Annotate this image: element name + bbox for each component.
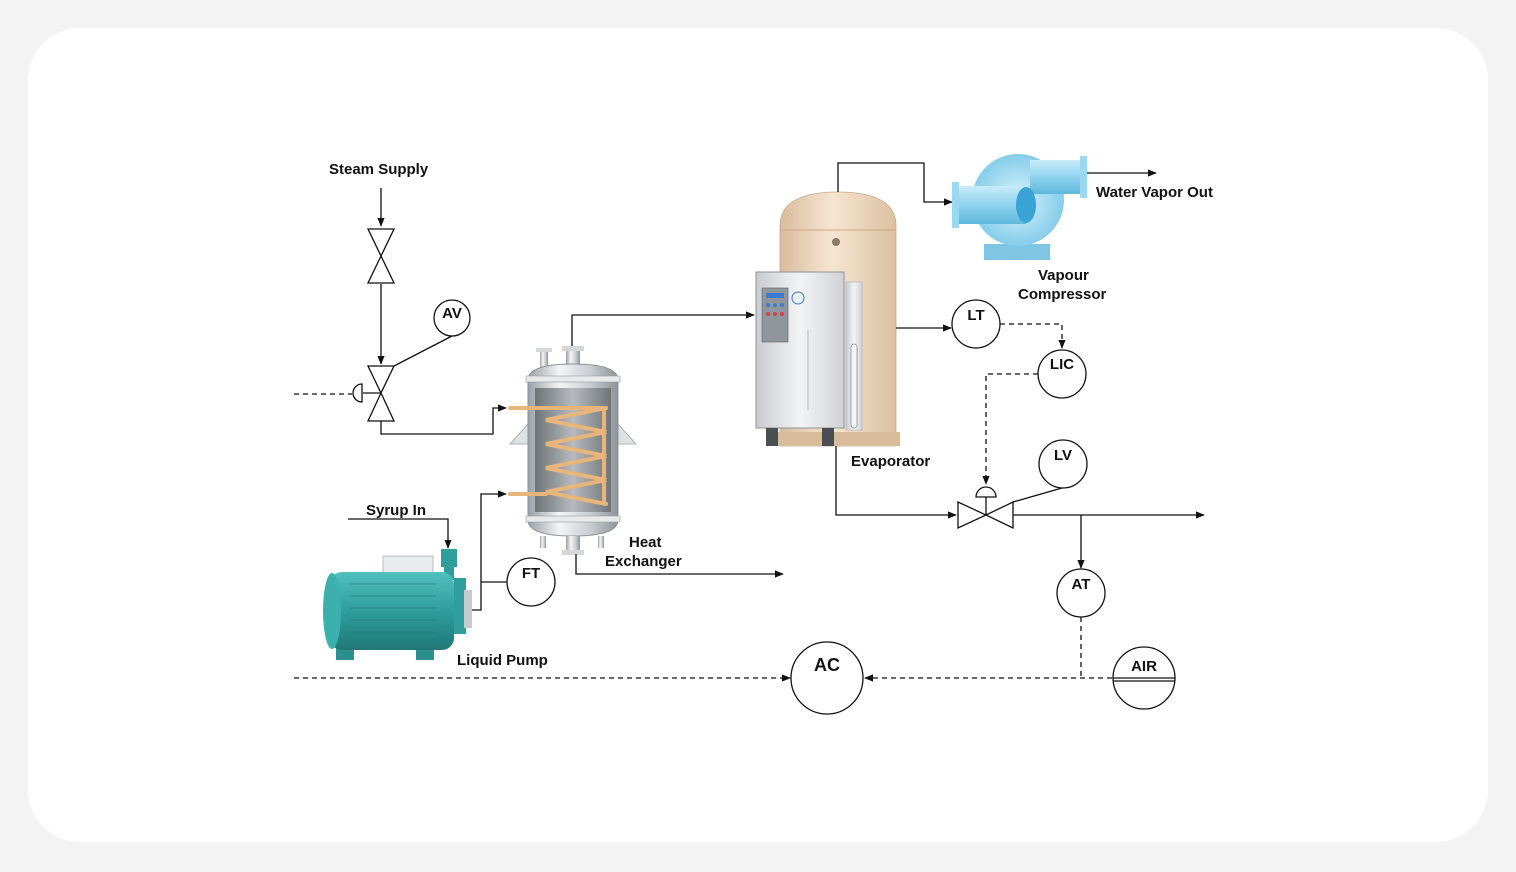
instrument-air[interactable]: AIR [1112, 646, 1176, 710]
control-valve-av[interactable] [294, 335, 453, 422]
liquid-pump-label: Liquid Pump [457, 652, 548, 669]
instrument-lt[interactable]: LT [951, 299, 1001, 349]
control-valve-lv[interactable] [957, 486, 1063, 530]
syrup-in-line [348, 518, 452, 549]
pump-discharge-line [472, 490, 507, 611]
instrument-lic-label: LIC [1050, 356, 1074, 373]
heat-exchanger-label-line1: Heat [629, 534, 662, 551]
steam-line [377, 188, 507, 435]
evaporator-label: Evaporator [851, 453, 930, 470]
lt-to-lic-signal [1000, 323, 1066, 349]
water-vapor-out-label: Water Vapor Out [1096, 184, 1213, 201]
vapour-compressor[interactable] [952, 154, 1087, 260]
instrument-av-label: AV [442, 305, 462, 322]
instrument-ft-label: FT [522, 565, 540, 582]
heat-exchanger[interactable] [508, 346, 637, 555]
instrument-air-label: AIR [1131, 658, 1157, 675]
heating-coil [508, 406, 608, 506]
evaporator[interactable] [755, 191, 900, 447]
instrument-ac-label: AC [814, 655, 840, 675]
instrument-lic[interactable]: LIC [1037, 349, 1087, 399]
vapour-compressor-label-line2: Compressor [1018, 286, 1107, 303]
instrument-av[interactable]: AV [433, 299, 471, 337]
diagram-card [28, 28, 1488, 842]
lic-to-lv-signal [982, 373, 1038, 485]
exchanger-outlet-line [575, 554, 784, 578]
heat-exchanger-label-line2: Exchanger [605, 553, 682, 570]
instrument-lv-label: LV [1054, 447, 1072, 464]
exchanger-to-evaporator-line [571, 311, 755, 346]
syrup-in-label: Syrup In [366, 502, 426, 519]
manual-valve[interactable] [366, 228, 396, 284]
vapour-compressor-label-line1: Vapour [1038, 267, 1089, 284]
instrument-at[interactable]: AT [1056, 568, 1106, 618]
steam-supply-label: Steam Supply [329, 161, 429, 178]
liquid-pump[interactable] [323, 549, 472, 660]
instrument-lt-label: LT [967, 307, 984, 324]
instrument-lv[interactable]: LV [1038, 439, 1088, 489]
evaporator-to-compressor-line [837, 162, 953, 206]
instrument-ft[interactable]: FT [506, 557, 556, 607]
instrument-ac[interactable]: AC [790, 641, 864, 715]
evaporator-outlet-line [835, 446, 957, 519]
instrument-at-label: AT [1072, 576, 1091, 593]
